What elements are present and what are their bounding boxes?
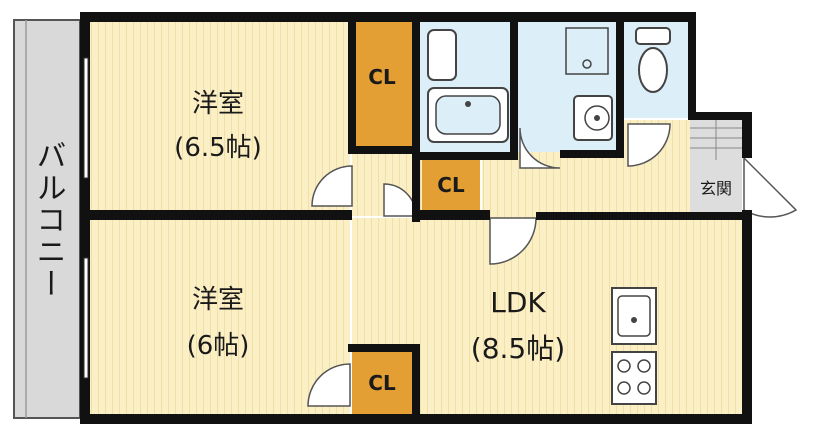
washing-machine-icon [565, 27, 609, 75]
ldk-size: (8.5帖) [471, 332, 565, 365]
balcony [13, 19, 81, 419]
closet-3 [352, 352, 412, 414]
stove-icon [611, 351, 657, 405]
walls [80, 12, 752, 424]
closet-3-label: CL [368, 371, 396, 395]
washbasin-icon [573, 95, 613, 141]
western-room-1-floor [88, 20, 350, 216]
window-room-1 [83, 57, 89, 179]
western-room-2-floor [88, 218, 350, 418]
closet-1-label: CL [368, 65, 396, 89]
shower-icon [427, 29, 457, 81]
room-2-size: (6帖) [187, 331, 250, 361]
room-2-name: 洋室 [192, 285, 244, 315]
room-1-size: (6.5帖) [174, 133, 262, 163]
ldk-name: LDK [490, 286, 546, 319]
toilet-icon [635, 27, 671, 45]
closet-2-label: CL [437, 173, 465, 197]
door-swings [307, 123, 798, 407]
room-1-name: 洋室 [192, 89, 244, 119]
entrance-label: 玄関 [700, 179, 732, 198]
balcony-label: バルコニー [31, 140, 66, 300]
closet-2 [422, 160, 480, 210]
closet-1 [352, 22, 412, 150]
window-room-2 [83, 257, 89, 379]
